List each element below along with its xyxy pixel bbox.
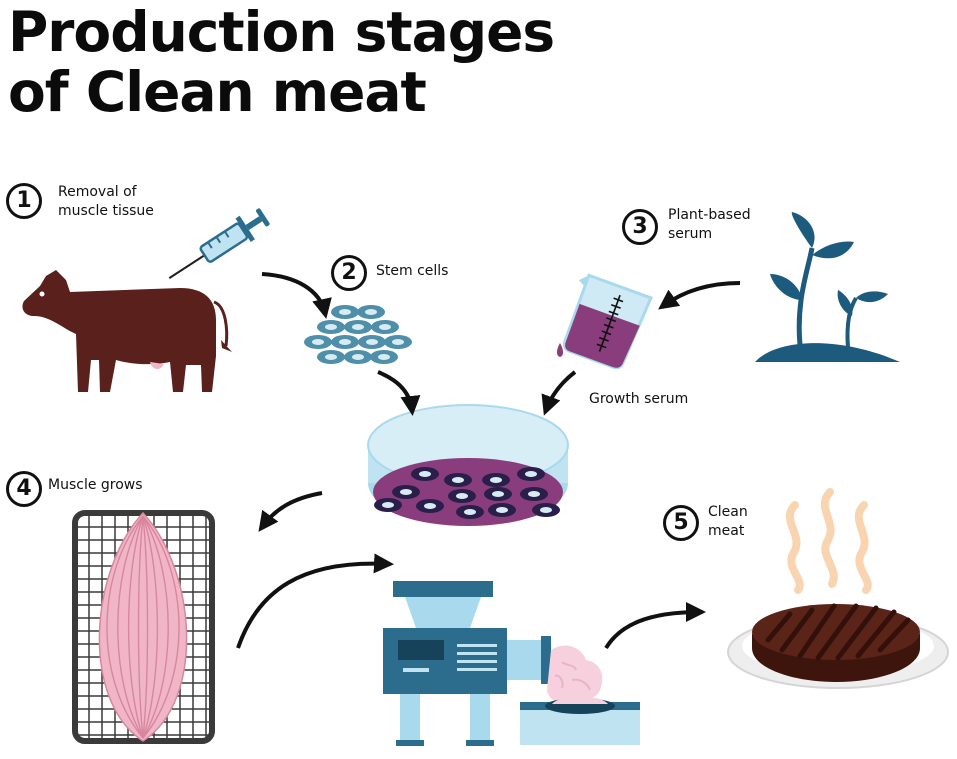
cell-icon	[384, 335, 412, 349]
arrow-cow-to-cells	[261, 272, 332, 319]
cell-icon	[392, 485, 420, 499]
cell-icon	[331, 305, 359, 319]
step-2-number: 2	[331, 255, 367, 291]
step-5-label-line-1: Clean	[708, 504, 748, 520]
step-5: 5 Clean meat	[663, 504, 748, 541]
flow-arrows	[236, 272, 741, 650]
step-5-label-line-2: meat	[708, 523, 745, 539]
cell-icon	[520, 487, 548, 501]
cell-icon	[317, 320, 345, 334]
patty-icon	[727, 603, 949, 689]
step-1-label-line-1: Removal of	[58, 184, 137, 200]
cell-icon	[448, 489, 476, 503]
syringe-icon	[168, 208, 270, 279]
serum-drop-icon	[557, 343, 563, 357]
step-1-label-line-2: muscle tissue	[58, 203, 154, 219]
arrow-plant-to-beaker	[658, 281, 741, 310]
cell-icon	[532, 503, 560, 517]
cell-icon	[304, 335, 332, 349]
step-1: 1 Removal of muscle tissue	[6, 183, 154, 221]
cell-icon	[374, 498, 402, 512]
cell-icon	[317, 350, 345, 364]
arrow-beaker-to-dish	[541, 370, 577, 416]
meat-grinder-icon	[383, 581, 640, 746]
cell-icon	[411, 467, 439, 481]
stem-cells-icon	[304, 305, 412, 364]
cell-icon	[371, 320, 399, 334]
steam-icon	[785, 488, 872, 594]
step-1-number: 1	[6, 183, 42, 219]
step-3: 3 Plant-based serum	[622, 207, 751, 245]
beaker-icon	[562, 273, 653, 370]
cell-icon	[488, 503, 516, 517]
growth-serum-label: Growth serum	[589, 391, 689, 407]
cell-icon	[484, 487, 512, 501]
plant-icon	[755, 212, 900, 362]
title-line-1: Production stages	[8, 0, 555, 64]
step-3-number: 3	[622, 209, 658, 245]
cell-icon	[344, 350, 372, 364]
muscle-grid-icon	[72, 510, 215, 744]
arrow-cells-to-dish	[377, 370, 421, 416]
step-5-number: 5	[663, 505, 699, 541]
arrow-dish-to-muscle	[258, 491, 323, 532]
petri-dish-icon	[367, 404, 569, 526]
step-2: 2 Stem cells	[331, 255, 448, 291]
arrow-grinder-to-patty	[604, 602, 706, 650]
cow-icon	[22, 270, 232, 392]
cell-icon	[482, 473, 510, 487]
cell-icon	[331, 335, 359, 349]
cell-icon	[517, 467, 545, 481]
step-3-label-line-2: serum	[668, 226, 713, 242]
step-4-label: Muscle grows	[48, 477, 143, 493]
step-3-label-line-1: Plant-based	[668, 207, 751, 223]
page-title: Production stages of Clean meat	[8, 0, 555, 124]
step-2-label: Stem cells	[376, 263, 449, 279]
cell-icon	[416, 499, 444, 513]
title-line-2: of Clean meat	[8, 60, 427, 124]
cell-icon	[357, 305, 385, 319]
cell-icon	[456, 505, 484, 519]
step-4-number: 4	[6, 471, 42, 507]
cell-icon	[444, 473, 472, 487]
cell-icon	[358, 335, 386, 349]
cell-icon	[344, 320, 372, 334]
cell-icon	[370, 350, 398, 364]
step-4: 4 Muscle grows	[6, 471, 143, 507]
arrow-muscle-to-grinder	[236, 553, 394, 649]
